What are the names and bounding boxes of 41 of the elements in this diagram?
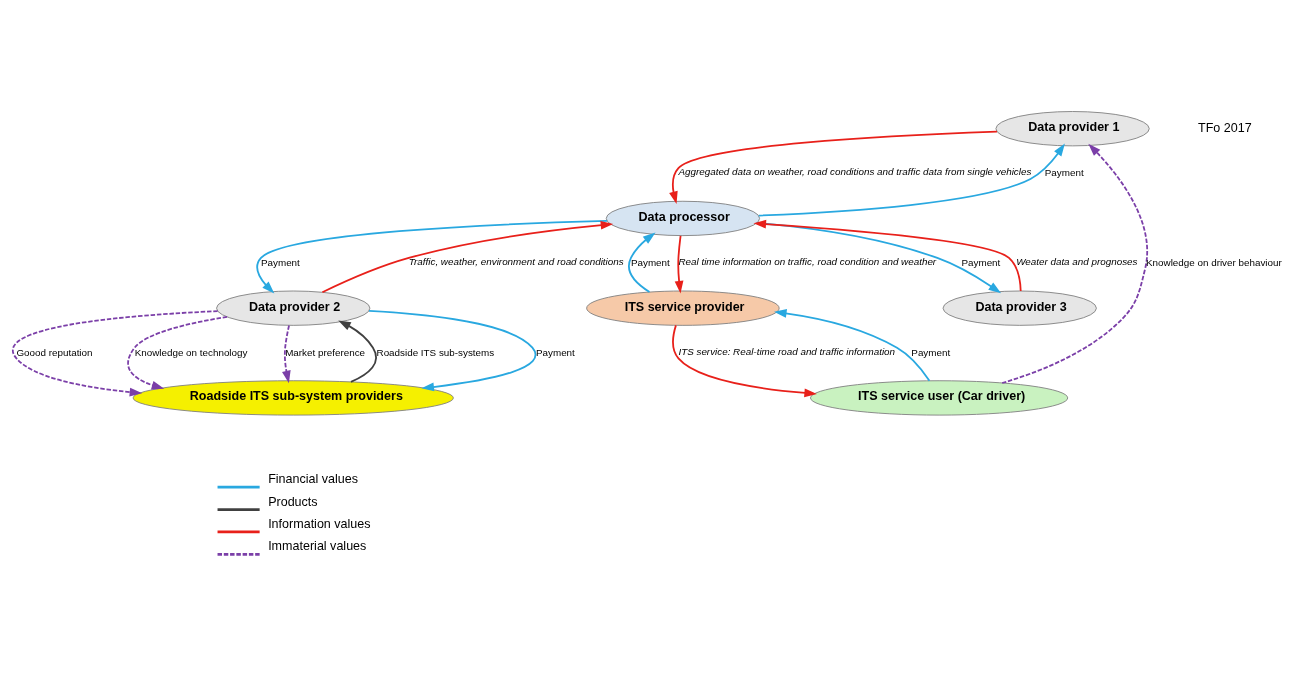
arrow — [672, 323, 817, 397]
edge-label: Payment — [911, 346, 951, 358]
legend-label: Products — [268, 494, 318, 509]
edge-label: Market preference — [285, 346, 366, 358]
node-ellipse: Data provider 3 — [942, 290, 1097, 326]
arrow — [774, 308, 931, 382]
arrow — [282, 324, 291, 383]
edge-label: Payment — [961, 256, 1001, 268]
arrow — [669, 130, 998, 204]
arrow — [127, 315, 228, 389]
node-ellipse: Data provider 1 — [995, 110, 1150, 146]
legend-label: Financial values — [268, 471, 359, 486]
edge-label: ITS service: Real-time road and traffic information — [678, 345, 896, 357]
node-ellipse: ITS service user (Car driver) — [810, 379, 1069, 416]
edge-label: Payment — [1044, 166, 1084, 178]
arrow — [674, 234, 684, 294]
arrow — [321, 220, 614, 293]
legend-label: Information values — [268, 516, 371, 531]
edge-label: Aggregated data on weather, road conditions and traffic data from single vehicles — [678, 165, 1032, 177]
legend-label: Immaterial values — [268, 538, 367, 553]
arrow — [338, 320, 377, 383]
arrow — [628, 232, 656, 293]
node-ellipse: ITS service provider — [586, 290, 780, 326]
arrow — [256, 219, 608, 294]
arrow — [1001, 143, 1148, 384]
edge-label: Payment — [260, 256, 300, 268]
arrow — [757, 143, 1065, 216]
edge-label: Weater data and prognoses — [1016, 255, 1138, 267]
arrow — [368, 309, 537, 391]
node-ellipse: Data processor — [605, 200, 761, 236]
edge-label: Payment — [630, 256, 670, 268]
edge-label: Knowledge on technology — [134, 346, 248, 358]
edge-label: Traffic, weather, environment and road conditions — [408, 255, 624, 267]
node-ellipse: Data provider 2 — [216, 290, 371, 326]
edge-label: Knowledge on driver behaviour — [1146, 256, 1282, 268]
edge-label: Real time information on traffic, road condition and weather — [678, 255, 937, 267]
edge-label: Payment — [535, 346, 575, 358]
edge-label: Roadside ITS sub-systems — [376, 346, 495, 358]
arrow — [11, 309, 219, 396]
label: TFo 2017 — [1197, 120, 1252, 135]
edge-label: Goood reputation — [16, 346, 93, 358]
